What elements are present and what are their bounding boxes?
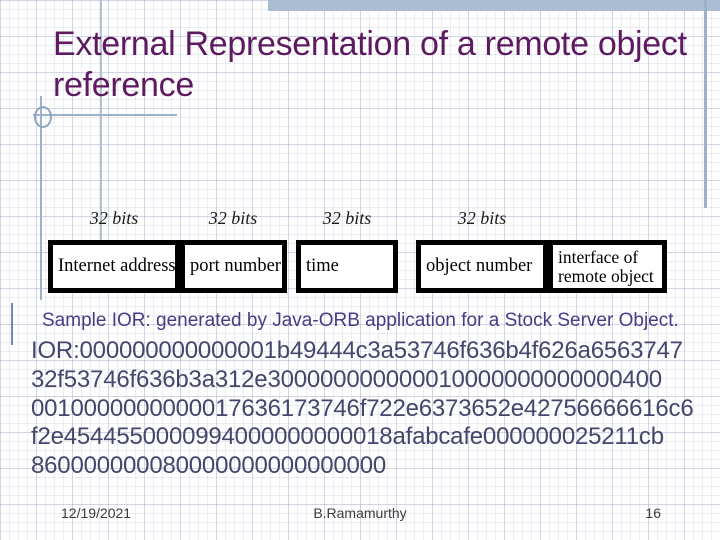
field-box-port-number: port number [180, 240, 287, 293]
field-box-time: time [296, 240, 398, 293]
field-label: object number [426, 256, 533, 276]
field-box-internet-address: Internet address [48, 240, 180, 293]
ior-line: 0010000000000017636173746f722e6373652e42… [31, 394, 694, 422]
left-margin-tick [11, 303, 13, 345]
ior-hex-block: IOR:000000000000001b49444c3a53746f636b4f… [31, 337, 711, 481]
left-vertical-rule [100, 0, 102, 243]
bit-label-time: 32 bits [322, 208, 372, 228]
ior-line: f2e4544550000994000000000018afabcafe0000… [31, 423, 664, 451]
crosshair-horizontal-line [33, 114, 177, 116]
footer-date: 12/19/2021 [61, 505, 132, 521]
footer-page-number: 16 [645, 505, 661, 521]
bit-label-internet-address: 32 bits [89, 208, 139, 228]
field-box-object-number: object number [416, 240, 548, 293]
field-label: time [306, 256, 339, 276]
field-label: port number [190, 256, 281, 276]
field-label: Internet address [58, 256, 176, 276]
crosshair-vertical-line [40, 96, 42, 300]
crosshair-circle-icon [34, 106, 52, 128]
field-box-interface: interface of remote object [548, 240, 667, 293]
top-accent-band [268, 0, 720, 11]
bit-label-object-number: 32 bits [457, 208, 507, 228]
slide-title: External Representation of a remote obje… [53, 25, 687, 104]
ior-line: IOR:000000000000001b49444c3a53746f636b4f… [31, 337, 683, 364]
right-vertical-rule [704, 0, 707, 208]
field-label: interface of remote object [558, 246, 654, 286]
bit-label-port-number: 32 bits [208, 208, 258, 228]
ior-line: 860000000080000000000000000 [31, 452, 386, 480]
ior-line: 32f53746f636b3a312e300000000000010000000… [31, 365, 662, 393]
footer-author: B.Ramamurthy [313, 505, 407, 521]
sample-ior-caption: Sample IOR: generated by Java-ORB applic… [42, 310, 679, 331]
